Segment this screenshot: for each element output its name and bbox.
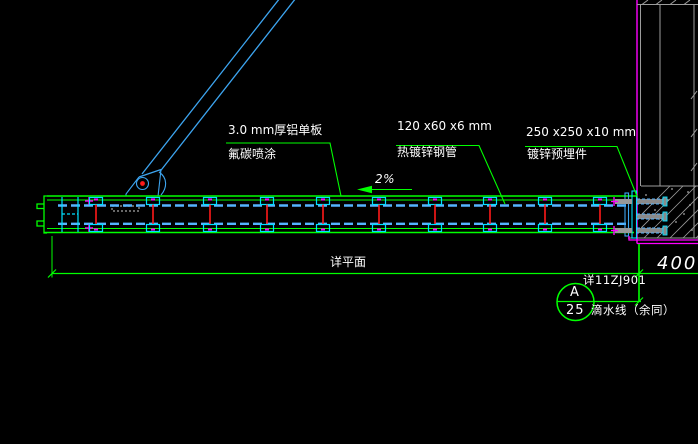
diagonal-strut-tube <box>138 0 296 178</box>
embed-label-line2: 镀锌预埋件 <box>527 147 588 161</box>
anchor-studs <box>636 196 668 236</box>
tube-label-line1: 120 x60 x6 mm <box>397 119 492 133</box>
tube-label-line2: 热镀锌钢管 <box>397 145 458 159</box>
hidden-bolt-rod <box>111 205 140 212</box>
detail-reference-label: 详11ZJ901 <box>583 273 647 287</box>
slope-label: 2% <box>375 172 396 186</box>
tube-end-plate <box>624 192 630 237</box>
wall-face-lines <box>636 0 698 244</box>
panel-end-drip-profile <box>36 195 47 234</box>
callout-letter: A <box>570 285 580 300</box>
embedded-plate <box>631 190 638 239</box>
panel-label-line1: 3.0 mm厚铝单板 <box>228 123 323 137</box>
callout-number: 25 <box>566 303 585 318</box>
wall-bottom-finish-lines <box>628 236 698 245</box>
dimension-400: 400 <box>657 253 698 274</box>
panel-label-line2: 氟碳喷涂 <box>228 147 277 161</box>
label-leaders <box>226 142 639 205</box>
end-vertical-stiffener <box>61 197 79 232</box>
drip-line-note: 滴水线（余同） <box>591 303 675 317</box>
plan-reference-label: 详平面 <box>330 255 367 269</box>
strut-pin-bolt <box>140 181 145 186</box>
detail-callout-bubble <box>556 282 641 322</box>
embed-label-line1: 250 x250 x10 mm <box>526 125 637 139</box>
dimension-lines <box>47 236 698 306</box>
wall-break-hatch-ticks <box>641 0 698 172</box>
aluminum-panel-lines <box>44 195 637 234</box>
strut-gusset-plate <box>125 169 167 197</box>
slope-arrow <box>357 185 412 194</box>
connection-bolts <box>611 197 632 235</box>
panel-clips <box>88 196 608 233</box>
